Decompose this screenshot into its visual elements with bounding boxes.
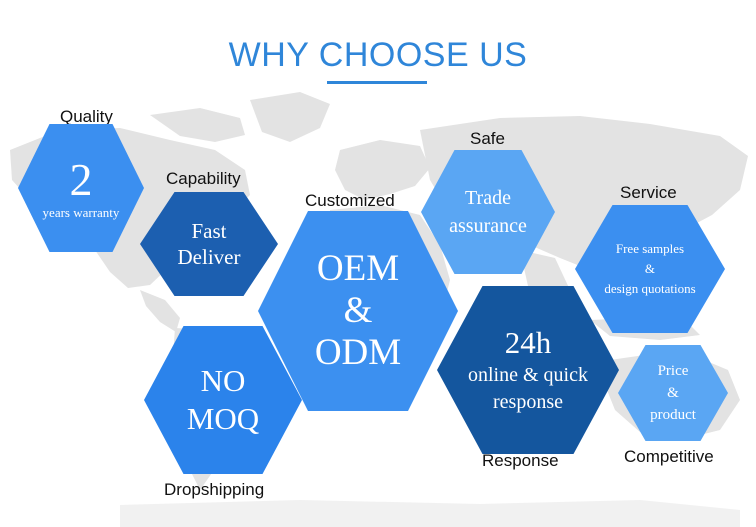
label-response: Response xyxy=(482,451,559,470)
oem-line-2: & xyxy=(343,290,373,331)
nomoq-line-2: MOQ xyxy=(186,401,260,436)
safe-line-1: Trade xyxy=(465,187,511,209)
label-capability: Capability xyxy=(166,169,241,188)
h24-line-1: 24h xyxy=(504,325,552,360)
service-line-3: design quotations xyxy=(604,281,696,296)
hex-oem-odm: OEM & ODM xyxy=(258,211,458,411)
label-service: Service xyxy=(620,183,677,202)
h24-line-2: online & quick xyxy=(468,364,588,386)
safe-line-2: assurance xyxy=(449,215,527,237)
service-line-2: & xyxy=(644,261,656,276)
capability-line-2: Deliver xyxy=(177,245,241,269)
label-competitive: Competitive xyxy=(624,447,714,466)
label-safe: Safe xyxy=(470,129,505,148)
capability-line-1: Fast xyxy=(191,219,227,243)
price-line-3: product xyxy=(650,407,696,423)
price-line-2: & xyxy=(667,385,679,401)
label-dropshipping: Dropshipping xyxy=(164,480,265,499)
service-line-1: Free samples xyxy=(615,241,685,256)
nomoq-line-1: NO xyxy=(200,363,246,398)
h24-line-3: response xyxy=(493,391,563,413)
label-quality: Quality xyxy=(60,107,113,126)
title-underline xyxy=(327,81,427,84)
warranty-years: 2 xyxy=(69,153,93,205)
price-line-1: Price xyxy=(657,363,689,379)
label-customized: Customized xyxy=(305,191,395,210)
page-title: WHY CHOOSE US xyxy=(228,36,528,74)
oem-line-1: OEM xyxy=(316,248,400,289)
oem-line-3: ODM xyxy=(314,332,402,373)
warranty-text: years warranty xyxy=(42,204,120,220)
